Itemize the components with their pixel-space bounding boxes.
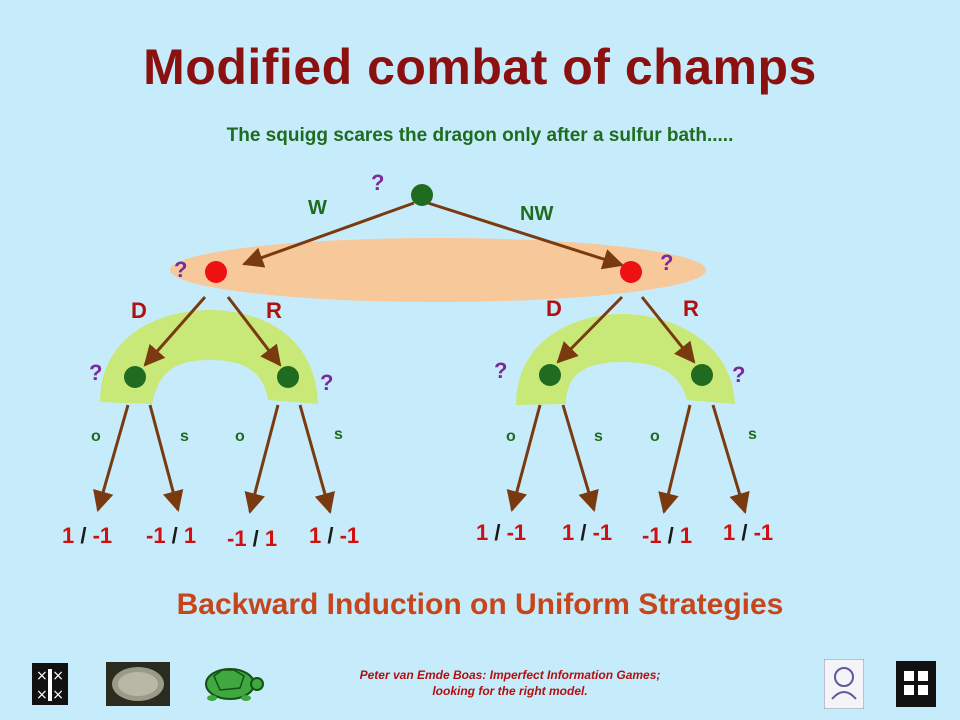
edge-leaf-5	[506, 404, 542, 513]
credit-line-1: Peter van Emde Boas: Imperfect Informati…	[359, 668, 661, 682]
edge-left-r	[226, 296, 282, 367]
leaf-action-8: s	[748, 426, 757, 443]
edge-right-d	[556, 295, 624, 364]
leaf-action-7: o	[650, 428, 660, 445]
edge-right-r	[640, 296, 696, 364]
leaf-question-3: ?	[494, 358, 508, 383]
payoff-8: 1 / -1	[723, 520, 774, 545]
right-action-r: R	[683, 296, 699, 321]
payoff-2: -1 / 1	[146, 523, 197, 548]
leaf-action-3: o	[235, 428, 245, 445]
info-set-arc-right	[516, 314, 735, 405]
leaf-node-3	[539, 364, 561, 386]
edge-leaf-2	[148, 404, 184, 513]
edge-w	[242, 201, 415, 268]
edge-leaf-6	[561, 404, 599, 513]
info-set-arc-left	[100, 310, 318, 404]
leaf-action-2: s	[180, 428, 189, 445]
root-node	[411, 184, 433, 206]
lab-logo	[824, 659, 864, 709]
edge-leaf-4	[298, 404, 336, 515]
leaf-question-2: ?	[320, 370, 334, 395]
left-node	[205, 261, 227, 283]
leaf-question-1: ?	[89, 360, 103, 385]
page-title: Modified combat of champs	[143, 39, 817, 95]
right-action-d: D	[546, 296, 562, 321]
edge-leaf-8	[711, 404, 750, 515]
leaf-action-1: o	[91, 428, 101, 445]
action-w: W	[308, 197, 327, 219]
right-question: ?	[660, 250, 674, 275]
payoff-1: 1 / -1	[62, 523, 113, 548]
left-action-d: D	[131, 298, 147, 323]
edge-left-d	[143, 296, 207, 367]
info-set-oval	[170, 238, 706, 302]
right-node	[620, 261, 642, 283]
edge-leaf-1	[93, 404, 130, 513]
action-nw: NW	[520, 203, 554, 225]
leaf-action-5: o	[506, 428, 516, 445]
leaf-action-6: s	[594, 428, 603, 445]
leaf-node-4	[691, 364, 713, 386]
root-question: ?	[371, 170, 385, 195]
leaf-node-1	[124, 366, 146, 388]
payoff-7: -1 / 1	[642, 523, 693, 548]
coin-logo	[106, 662, 170, 706]
leaf-question-4: ?	[732, 362, 746, 387]
turtle-logo	[205, 668, 264, 701]
footer-title: Backward Induction on Uniform Strategies	[176, 588, 784, 621]
subtitle: The squigg scares the dragon only after …	[226, 125, 734, 146]
left-question: ?	[174, 257, 188, 282]
payoff-5: 1 / -1	[476, 520, 527, 545]
leaf-node-2	[277, 366, 299, 388]
university-logo: × × × ×	[32, 663, 68, 705]
puzzle-logo	[896, 661, 936, 707]
credit-line-2: looking for the right model.	[432, 684, 588, 698]
payoff-6: 1 / -1	[562, 520, 613, 545]
payoff-3: -1 / 1	[227, 526, 278, 551]
author-credit: Peter van Emde Boas: Imperfect Informati…	[300, 667, 720, 699]
leaf-action-4: s	[334, 426, 343, 443]
left-action-r: R	[266, 298, 282, 323]
edge-nw	[427, 201, 625, 270]
payoff-4: 1 / -1	[309, 523, 360, 548]
edge-leaf-3	[244, 404, 280, 515]
edge-leaf-7	[658, 404, 692, 515]
